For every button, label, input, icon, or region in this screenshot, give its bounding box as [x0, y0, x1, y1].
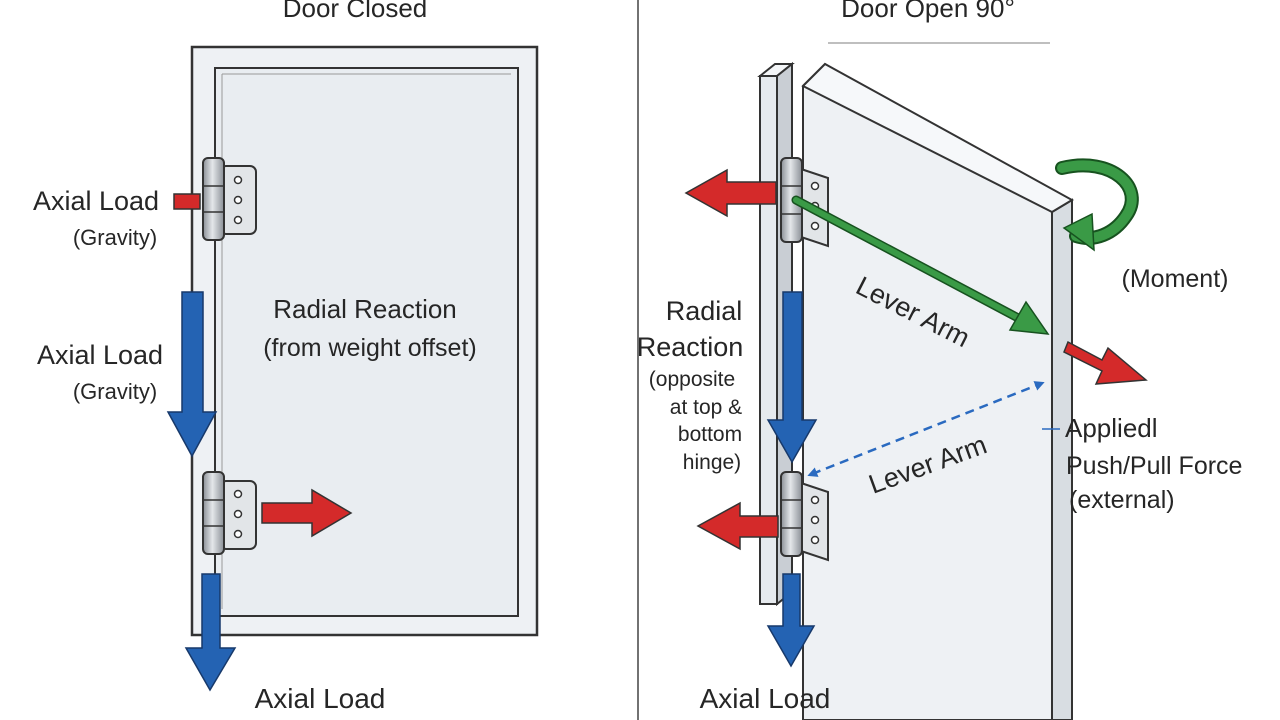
- open-title: Door Open 90°: [841, 0, 1015, 23]
- open-radial-label-2: Reaction: [637, 332, 744, 362]
- open-door: [801, 62, 1075, 720]
- closed-bottom-hinge: [202, 471, 257, 555]
- open-axial-arrow-bottom: [766, 573, 816, 668]
- closed-radial-sub: (from weight offset): [263, 334, 477, 362]
- open-axial-bottom-label: Axial Load: [700, 683, 831, 714]
- closed-axial-top-label: Axial Load: [33, 186, 159, 216]
- closed-axial-bottom-label: Axial Load: [255, 683, 386, 714]
- applied-label-3: (external): [1069, 486, 1175, 514]
- open-axial-arrow-mid: [766, 291, 818, 464]
- closed-axial-arrow-bottom: [184, 573, 237, 692]
- moment-label: (Moment): [1122, 265, 1229, 293]
- lever-arm-dashed: [807, 381, 1045, 477]
- closed-radial-arrow: [261, 488, 353, 538]
- open-radial-note-1: (opposite: [649, 368, 735, 391]
- open-radial-label-1: Radial: [666, 296, 743, 326]
- applied-label-1: Appliedl: [1065, 413, 1158, 443]
- moment-arrow: [1055, 158, 1139, 252]
- closed-axial-mid-label: Axial Load: [37, 340, 163, 370]
- closed-top-hinge: [202, 157, 257, 241]
- closed-radial-label: Radial Reaction: [273, 294, 457, 324]
- open-top-radial-arrow: [684, 168, 777, 218]
- lever-arm-arrow: [791, 195, 1050, 335]
- open-door-face: [802, 62, 1053, 720]
- applied-force-arrow: [1063, 340, 1148, 385]
- open-door-top-edge: [801, 62, 1075, 214]
- closed-axial-arrow-mid: [166, 291, 218, 458]
- closed-axial-mid-sub: (Gravity): [73, 379, 157, 404]
- closed-door-panel: [214, 67, 519, 617]
- open-bottom-radial-arrow: [696, 501, 779, 551]
- open-radial-note-4: hinge): [683, 451, 741, 474]
- closed-axial-top-sub: (Gravity): [73, 225, 157, 250]
- open-bottom-hinge: [780, 471, 829, 562]
- applied-label-2: Push/Pull Force: [1066, 452, 1242, 480]
- closed-title: Door Closed: [283, 0, 428, 23]
- open-radial-note-3: bottom: [678, 423, 742, 446]
- closed-top-radial-stub: [173, 193, 201, 210]
- open-radial-note-2: at top &: [670, 396, 742, 419]
